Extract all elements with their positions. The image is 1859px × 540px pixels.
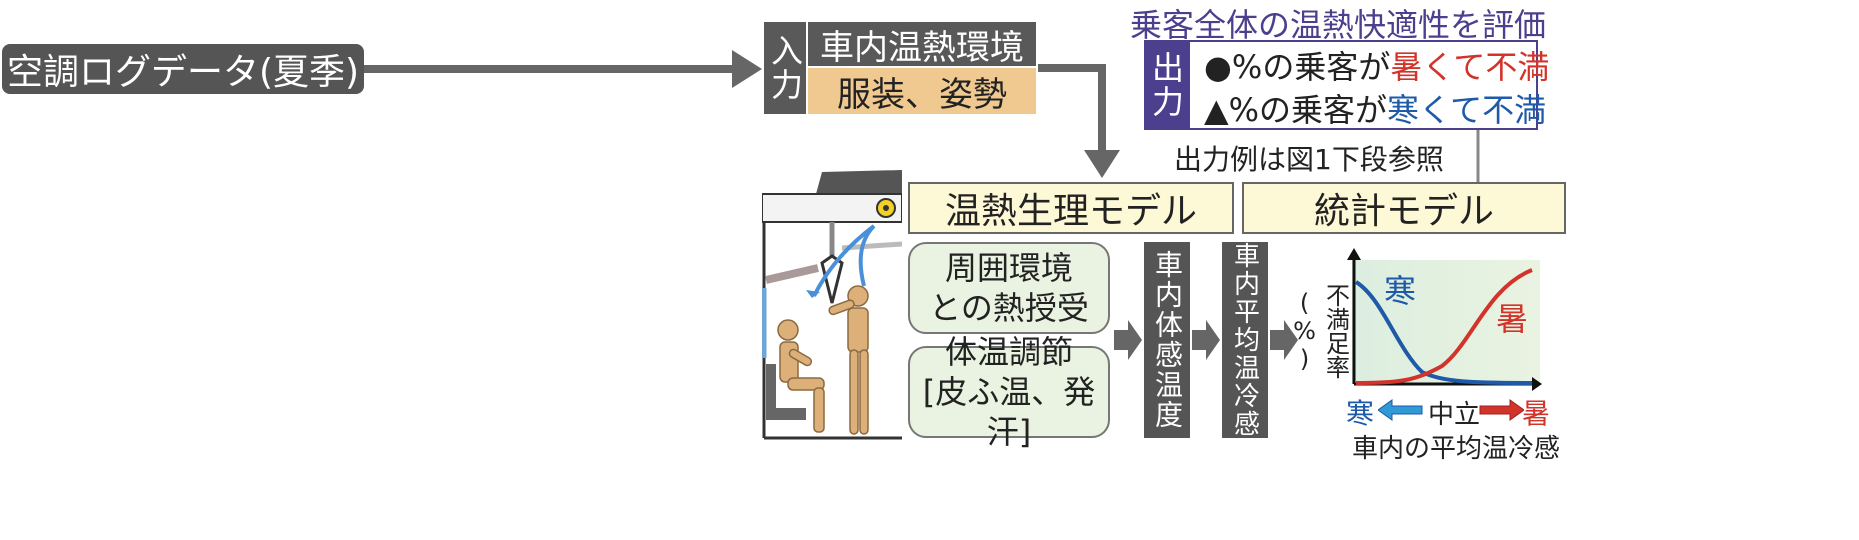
x-hot-label: 暑 — [1522, 397, 1551, 430]
avg-sensation-label: 車内平均温冷感 — [1222, 242, 1268, 438]
output-box: ●%の乗客が暑くて不満 ▲%の乗客が寒くて不満 — [1188, 40, 1550, 130]
dissatisfaction-graph — [1347, 248, 1542, 391]
arrow-left-icon — [1378, 399, 1423, 421]
hot-dissatisfaction-curve — [1355, 268, 1533, 385]
arrow-process-3 — [1270, 320, 1298, 360]
standing-passenger — [828, 285, 869, 435]
physio-model-header: 温熱生理モデル — [908, 182, 1234, 234]
cold-dissatisfaction-curve — [1354, 280, 1533, 385]
input-source-label: 空調ログデータ(夏季) — [6, 52, 360, 93]
output-note: 出力例は図1下段参照 — [1174, 143, 1444, 176]
output-label: 出力 — [1144, 40, 1188, 130]
graph-hot-label: 暑 — [1496, 300, 1529, 338]
input-item-cabin-thermal: 車内温熱環境 — [808, 22, 1036, 68]
train-cabin-illustration — [762, 170, 902, 440]
graph-x-label: 車内の平均温冷感 — [1352, 434, 1561, 464]
evaluate-title: 乗客全体の温熱快適性を評価 — [1130, 6, 1547, 44]
input-source-box: 空調ログデータ(夏季) — [2, 44, 364, 94]
input-item-clothing-posture: 服装、姿勢 — [808, 68, 1036, 115]
output-line-cold: ▲%の乗客が寒くて不満 — [1204, 91, 1547, 130]
graph-y-label: 不満足率(%) — [1290, 283, 1350, 379]
ac-unit — [816, 170, 902, 196]
heat-exchange-box: 周囲環境 との熱授受 — [908, 242, 1110, 334]
arrow-process-1 — [1114, 320, 1142, 360]
graph-cold-label: 寒 — [1384, 272, 1417, 310]
body-temp-label: 車内体感温度 — [1144, 242, 1190, 438]
arrow-input-to-model — [1038, 64, 1106, 158]
input-label: 入力 — [764, 22, 806, 114]
seated-passenger — [777, 319, 825, 433]
stats-model-header: 統計モデル — [1242, 182, 1566, 234]
arrow-right-icon — [1479, 399, 1524, 421]
x-cold-label: 寒 — [1346, 397, 1375, 430]
arrow-process-2 — [1192, 320, 1220, 360]
x-neutral-label: 中立 — [1428, 400, 1481, 430]
output-line-hot: ●%の乗客が暑くて不満 — [1204, 48, 1550, 86]
thermoregulation-box: 体温調節 [皮ふ温、発汗] — [908, 333, 1110, 451]
